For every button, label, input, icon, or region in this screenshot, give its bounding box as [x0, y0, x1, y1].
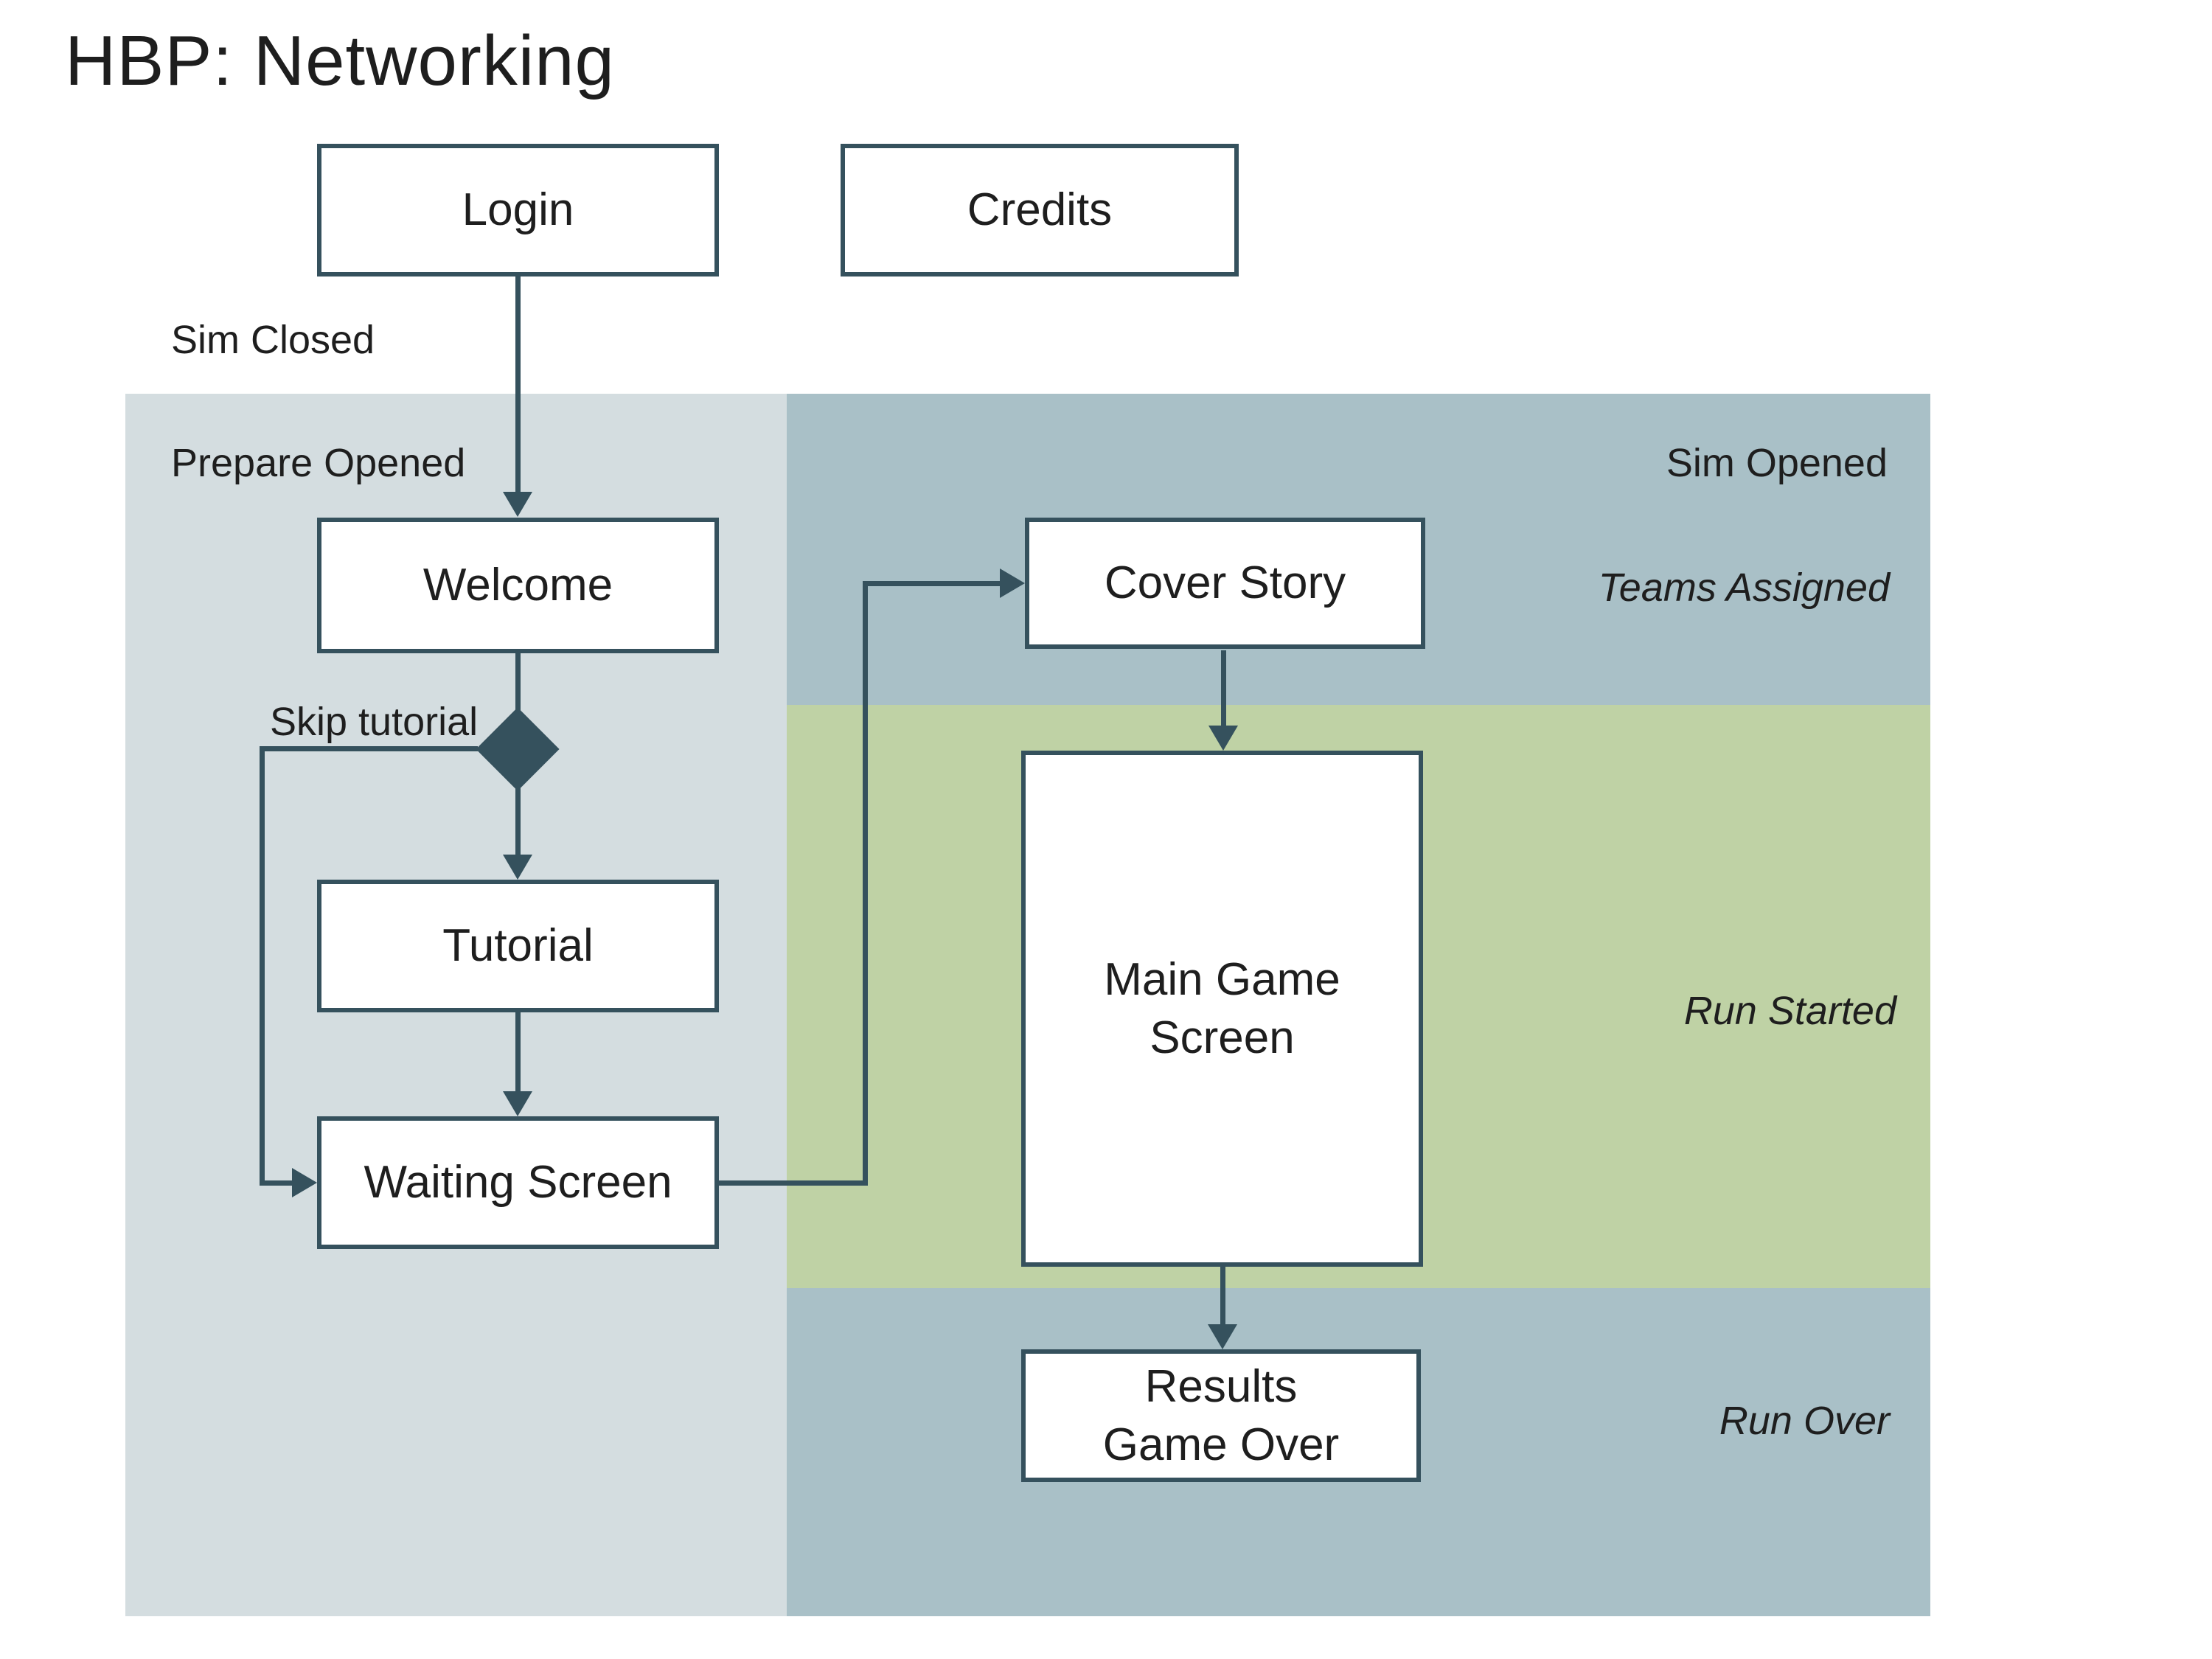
edge-decision-to-tutorial	[515, 787, 521, 855]
node-tutorial-label: Tutorial	[442, 920, 594, 972]
arrowhead-down-icon	[1208, 726, 1238, 751]
edge-cover-to-main	[1221, 650, 1226, 726]
node-welcome: Welcome	[317, 518, 719, 653]
arrowhead-down-icon	[503, 855, 532, 880]
arrowhead-down-icon	[503, 492, 532, 517]
edge-waiting-out-right	[719, 1180, 868, 1186]
label-sim-opened: Sim Opened	[1666, 441, 1888, 485]
node-welcome-label: Welcome	[422, 560, 613, 611]
arrowhead-right-icon	[292, 1168, 317, 1197]
edge-skip-vertical	[260, 746, 265, 1186]
node-main-game-screen-label-line2: Screen	[1150, 1012, 1295, 1063]
node-credits-label: Credits	[967, 184, 1113, 236]
arrowhead-down-icon	[503, 1091, 532, 1116]
node-results-label-line2: Game Over	[1102, 1419, 1340, 1470]
edge-into-cover-story	[863, 581, 1000, 586]
edge-main-to-results	[1220, 1267, 1225, 1324]
edge-skip-into-waiting	[260, 1180, 292, 1186]
label-skip-tutorial: Skip tutorial	[270, 700, 479, 744]
edge-tutorial-to-waiting	[515, 1012, 521, 1092]
edge-waiting-up	[863, 581, 868, 1186]
node-waiting-screen-label: Waiting Screen	[364, 1157, 672, 1208]
label-sim-closed: Sim Closed	[171, 318, 375, 362]
node-waiting-screen: Waiting Screen	[317, 1116, 719, 1249]
label-run-over: Run Over	[1719, 1399, 1890, 1443]
node-main-game-screen: Main Game Screen	[1021, 751, 1423, 1267]
label-teams-assigned: Teams Assigned	[1598, 566, 1890, 610]
node-main-game-screen-label-line1: Main Game	[1104, 953, 1340, 1005]
arrowhead-right-icon	[1000, 568, 1025, 598]
node-cover-story: Cover Story	[1025, 518, 1425, 649]
edge-login-to-welcome	[515, 276, 521, 493]
label-prepare-opened: Prepare Opened	[171, 441, 466, 485]
node-credits: Credits	[841, 144, 1239, 276]
node-cover-story-label: Cover Story	[1104, 557, 1346, 609]
node-login-label: Login	[462, 184, 574, 236]
node-tutorial: Tutorial	[317, 880, 719, 1012]
page-title: HBP: Networking	[65, 21, 615, 100]
node-results-label-line1: Results	[1144, 1360, 1298, 1412]
node-login: Login	[317, 144, 719, 276]
label-run-started: Run Started	[1683, 989, 1896, 1033]
edge-skip-horizontal	[260, 746, 478, 751]
arrowhead-down-icon	[1208, 1324, 1237, 1349]
node-results-game-over: Results Game Over	[1021, 1349, 1421, 1482]
edge-welcome-to-decision	[515, 653, 521, 711]
